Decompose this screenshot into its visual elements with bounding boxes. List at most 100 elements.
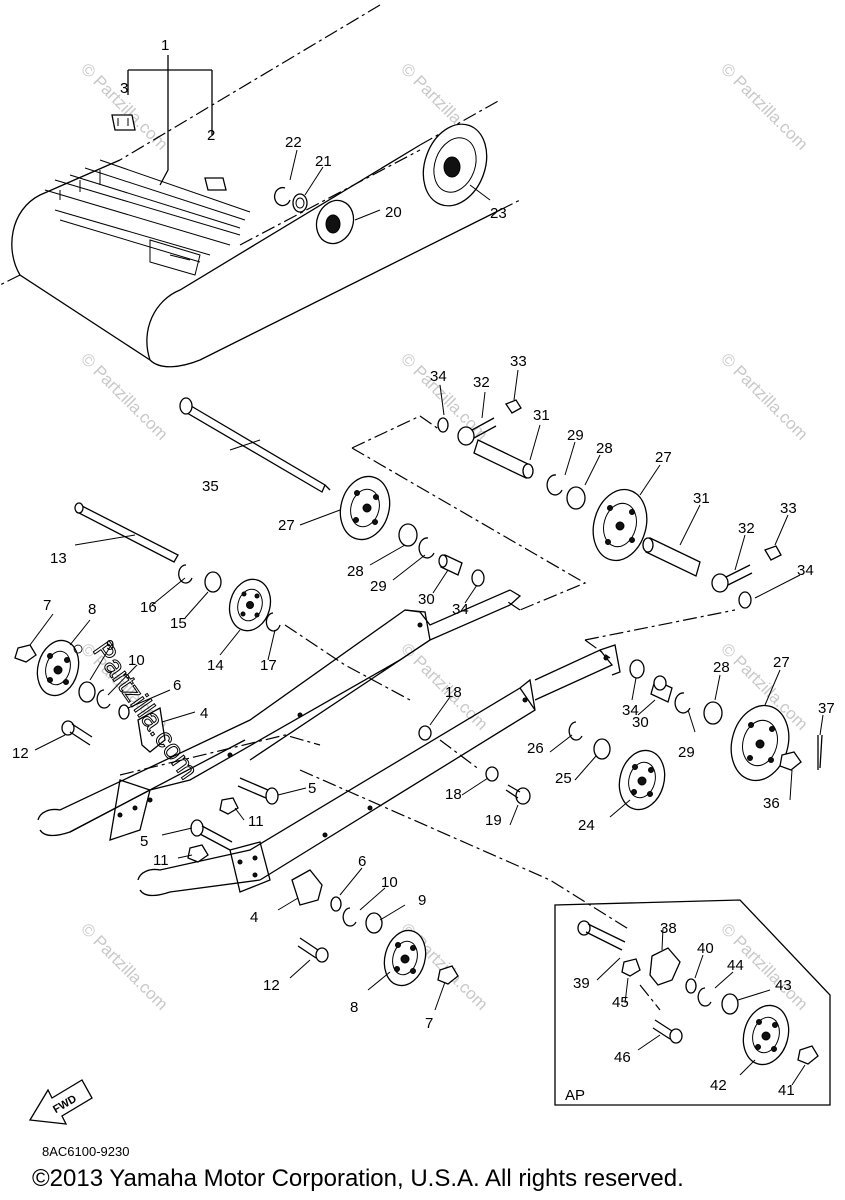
slide-rail-right bbox=[137, 644, 621, 897]
callout-42: 42 bbox=[710, 1077, 727, 1094]
bearing-43 bbox=[721, 993, 739, 1015]
callout-25: 25 bbox=[555, 770, 572, 787]
collar-6-left bbox=[118, 704, 130, 720]
bolt-19 bbox=[505, 784, 531, 805]
callout-29: 29 bbox=[678, 744, 695, 761]
circlip-17 bbox=[265, 612, 281, 632]
collar-18-lower bbox=[485, 766, 499, 782]
bearing-28-mid bbox=[398, 523, 418, 547]
slide-rail-left bbox=[37, 589, 522, 841]
circlip-29-mid bbox=[418, 537, 435, 559]
callout-19: 19 bbox=[485, 812, 502, 829]
callout-7: 7 bbox=[425, 1015, 433, 1032]
nut-33-upper bbox=[505, 399, 522, 414]
callout-7: 7 bbox=[43, 597, 51, 614]
circlip-26 bbox=[568, 721, 583, 741]
callout-39: 39 bbox=[573, 975, 590, 992]
dash-bracket-upper bbox=[351, 415, 587, 611]
circlip-44 bbox=[697, 987, 712, 1007]
nut-7-lower bbox=[437, 965, 459, 985]
collar-30-lower bbox=[650, 675, 673, 703]
callout-12: 12 bbox=[12, 745, 29, 762]
circlip-10-lower bbox=[342, 907, 357, 927]
bolt-12-lower bbox=[297, 937, 329, 963]
callout-8: 8 bbox=[88, 601, 96, 618]
callout-1: 1 bbox=[161, 37, 169, 54]
callout-20: 20 bbox=[385, 204, 402, 221]
watermark: © Partzilla.com bbox=[77, 349, 171, 443]
callout-36: 36 bbox=[763, 795, 780, 812]
callout-28: 28 bbox=[347, 563, 364, 580]
watermark: © Partzilla.com bbox=[717, 59, 811, 153]
callout-27: 27 bbox=[773, 654, 790, 671]
bearing-15 bbox=[204, 571, 222, 593]
partzilla-overlay: Partzilla.com bbox=[87, 636, 204, 785]
callout-15: 15 bbox=[170, 615, 187, 632]
circlip-29-lower bbox=[674, 692, 691, 714]
callout-11: 11 bbox=[153, 852, 169, 869]
callout-9: 9 bbox=[106, 637, 114, 654]
callout-16: 16 bbox=[140, 599, 157, 616]
callout-6: 6 bbox=[358, 853, 366, 870]
callout-8: 8 bbox=[350, 999, 358, 1016]
callout-46: 46 bbox=[614, 1049, 631, 1066]
callout-34: 34 bbox=[430, 368, 447, 385]
callout-9: 9 bbox=[418, 892, 426, 909]
bolt-5-lower bbox=[190, 819, 233, 851]
callout-32: 32 bbox=[473, 374, 490, 391]
callout-31: 31 bbox=[693, 490, 710, 507]
nut-45 bbox=[621, 958, 641, 977]
collar-31-right bbox=[642, 537, 701, 577]
callout-35: 35 bbox=[202, 478, 219, 495]
callout-30: 30 bbox=[632, 714, 649, 731]
watermark: © Partzilla.com bbox=[717, 349, 811, 443]
track-belt bbox=[0, 4, 521, 368]
shaft-13 bbox=[74, 502, 179, 563]
inset-label: AP bbox=[565, 1087, 585, 1104]
callout-34: 34 bbox=[797, 562, 814, 579]
bracket-4-left bbox=[137, 706, 166, 753]
bolt-46 bbox=[652, 1019, 683, 1044]
callout-43: 43 bbox=[775, 977, 792, 994]
clip-2 bbox=[204, 177, 227, 191]
nut-11-lower bbox=[187, 844, 209, 863]
nut-33-right bbox=[764, 545, 782, 561]
callout-5: 5 bbox=[308, 780, 316, 797]
wheel-42 bbox=[742, 1004, 790, 1066]
callout-34: 34 bbox=[622, 702, 639, 719]
callout-18: 18 bbox=[445, 684, 462, 701]
wheel-14 bbox=[228, 578, 272, 632]
callout-5: 5 bbox=[140, 833, 148, 850]
callout-21: 21 bbox=[315, 153, 332, 170]
callout-4: 4 bbox=[250, 909, 258, 926]
copyright-notice: ©2013 Yamaha Motor Corporation, U.S.A. A… bbox=[32, 1165, 684, 1192]
inset-ap: AP bbox=[554, 899, 831, 1106]
bolt-32-right bbox=[711, 564, 753, 593]
bolt-12-left bbox=[61, 720, 93, 746]
bearing-28-lower bbox=[703, 701, 723, 725]
callout-3: 3 bbox=[120, 80, 128, 97]
collar-21 bbox=[292, 193, 308, 213]
callout-10: 10 bbox=[381, 874, 398, 891]
callout-29: 29 bbox=[370, 578, 387, 595]
bolt-5-upper bbox=[237, 777, 279, 805]
callout-26: 26 bbox=[527, 740, 544, 757]
callout-2: 2 bbox=[207, 127, 215, 144]
callout-45: 45 bbox=[612, 994, 629, 1011]
watermark: © Partzilla.com bbox=[77, 919, 171, 1013]
callout-31: 31 bbox=[533, 407, 550, 424]
callout-33: 33 bbox=[780, 500, 797, 517]
leader-lines bbox=[29, 149, 824, 1086]
callout-27: 27 bbox=[655, 449, 672, 466]
callout-22: 22 bbox=[285, 134, 302, 151]
callout-14: 14 bbox=[207, 657, 224, 674]
collar-40 bbox=[685, 978, 697, 994]
wheel-8-left bbox=[36, 639, 80, 697]
washer-34-right bbox=[738, 591, 752, 609]
cotter-pin-37 bbox=[817, 734, 823, 770]
nut-41 bbox=[797, 1045, 819, 1065]
callout-11: 11 bbox=[248, 813, 264, 830]
callout-29: 29 bbox=[567, 427, 584, 444]
callout-34: 34 bbox=[452, 601, 469, 618]
callout-27: 27 bbox=[278, 517, 295, 534]
